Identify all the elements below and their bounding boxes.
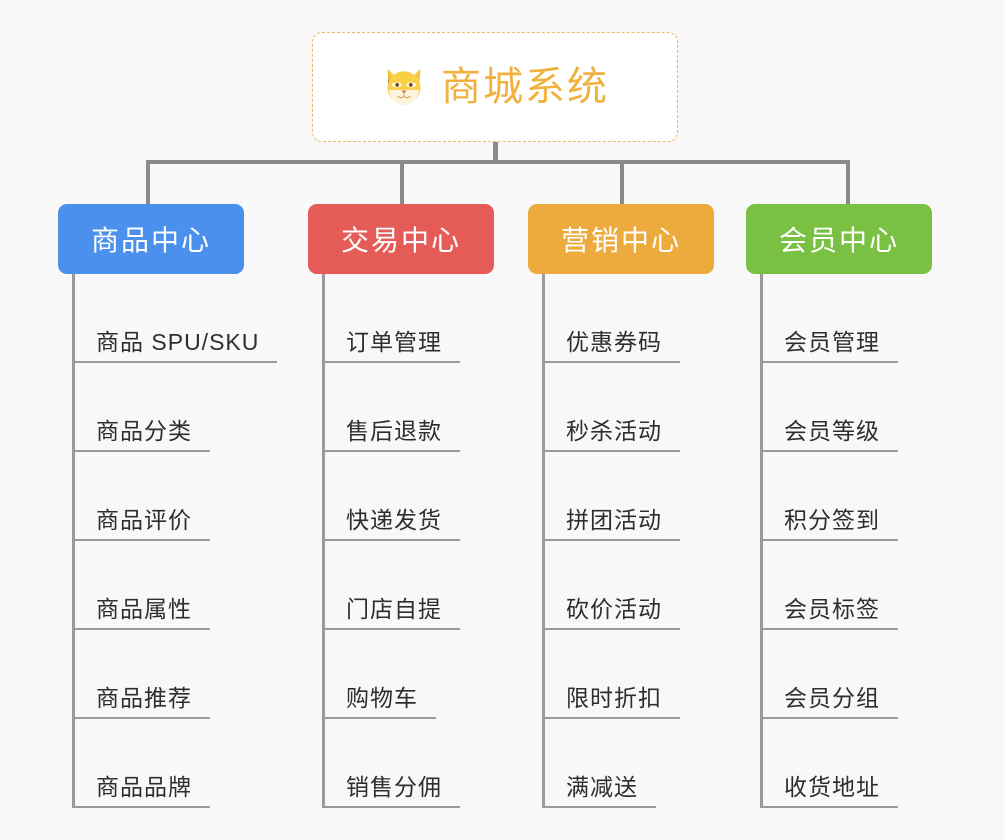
leaf-label: 积分签到 [784,506,880,533]
dog-face-icon [387,69,421,105]
branch-column-1: 商品中心 商品 SPU/SKU 商品分类 商品评价 商品属性 商品推荐 商品品牌 [58,204,278,808]
list-item[interactable]: 购物车 [308,630,494,719]
list-item[interactable]: 商品 SPU/SKU [58,274,278,363]
leaf-label: 会员管理 [784,328,880,355]
branch-column-3: 营销中心 优惠券码 秒杀活动 拼团活动 砍价活动 限时折扣 满减送 [528,204,714,808]
list-item[interactable]: 售后退款 [308,363,494,452]
connector-drop-1 [146,160,150,206]
branch-header-3[interactable]: 营销中心 [528,204,714,274]
leaf-label: 收货地址 [784,773,880,800]
list-item[interactable]: 优惠券码 [528,274,714,363]
leaf-label: 秒杀活动 [566,417,662,444]
list-item[interactable]: 商品分类 [58,363,244,452]
leaf-label: 快递发货 [346,506,442,533]
branch-header-2[interactable]: 交易中心 [308,204,494,274]
connector-root-stem [493,142,498,164]
leaf-label: 门店自提 [346,595,442,622]
leaf-label: 购物车 [346,684,418,711]
list-item[interactable]: 满减送 [528,719,714,808]
branch-header-4[interactable]: 会员中心 [746,204,932,274]
leaf-label: 商品 SPU/SKU [96,328,260,355]
branch-spine-3 [542,274,545,808]
list-item[interactable]: 门店自提 [308,541,494,630]
leaf-label: 砍价活动 [566,595,662,622]
connector-drop-4 [846,160,850,206]
branch-body-4: 会员管理 会员等级 积分签到 会员标签 会员分组 收货地址 [746,274,932,808]
leaf-label: 商品品牌 [96,773,192,800]
branch-body-2: 订单管理 售后退款 快递发货 门店自提 购物车 销售分佣 [308,274,494,808]
branch-spine-2 [322,274,325,808]
list-item[interactable]: 会员等级 [746,363,932,452]
branch-spine-4 [760,274,763,808]
branch-header-1[interactable]: 商品中心 [58,204,244,274]
list-item[interactable]: 商品属性 [58,541,244,630]
list-item[interactable]: 收货地址 [746,719,932,808]
leaf-label: 商品评价 [96,506,192,533]
root-node[interactable]: 商城系统 [312,32,678,142]
list-item[interactable]: 订单管理 [308,274,494,363]
leaf-label: 商品推荐 [96,684,192,711]
list-item[interactable]: 快递发货 [308,452,494,541]
list-item[interactable]: 销售分佣 [308,719,494,808]
list-item[interactable]: 商品品牌 [58,719,244,808]
list-item[interactable]: 砍价活动 [528,541,714,630]
branch-body-1: 商品 SPU/SKU 商品分类 商品评价 商品属性 商品推荐 商品品牌 [58,274,278,808]
list-item[interactable]: 积分签到 [746,452,932,541]
leaf-label: 订单管理 [346,328,442,355]
connector-bus [146,160,850,164]
connector-drop-2 [400,160,404,206]
leaf-label: 拼团活动 [566,506,662,533]
branch-spine-1 [72,274,75,808]
connector-drop-3 [620,160,624,206]
leaf-label: 销售分佣 [346,773,442,800]
leaf-label: 限时折扣 [566,684,662,711]
branch-body-3: 优惠券码 秒杀活动 拼团活动 砍价活动 限时折扣 满减送 [528,274,714,808]
list-item[interactable]: 商品推荐 [58,630,244,719]
branch-column-4: 会员中心 会员管理 会员等级 积分签到 会员标签 会员分组 收货地址 [746,204,932,808]
list-item[interactable]: 拼团活动 [528,452,714,541]
leaf-label: 商品分类 [96,417,192,444]
list-item[interactable]: 会员管理 [746,274,932,363]
list-item[interactable]: 会员分组 [746,630,932,719]
leaf-label: 优惠券码 [566,328,662,355]
branch-column-2: 交易中心 订单管理 售后退款 快递发货 门店自提 购物车 销售分佣 [308,204,494,808]
root-title: 商城系统 [441,65,609,109]
list-item[interactable]: 限时折扣 [528,630,714,719]
list-item[interactable]: 商品评价 [58,452,244,541]
list-item[interactable]: 会员标签 [746,541,932,630]
leaf-label: 会员分组 [784,684,880,711]
leaf-label: 商品属性 [96,595,192,622]
leaf-label: 售后退款 [346,417,442,444]
leaf-label: 会员标签 [784,595,880,622]
leaf-label: 满减送 [566,773,638,800]
leaf-label: 会员等级 [784,417,880,444]
list-item[interactable]: 秒杀活动 [528,363,714,452]
